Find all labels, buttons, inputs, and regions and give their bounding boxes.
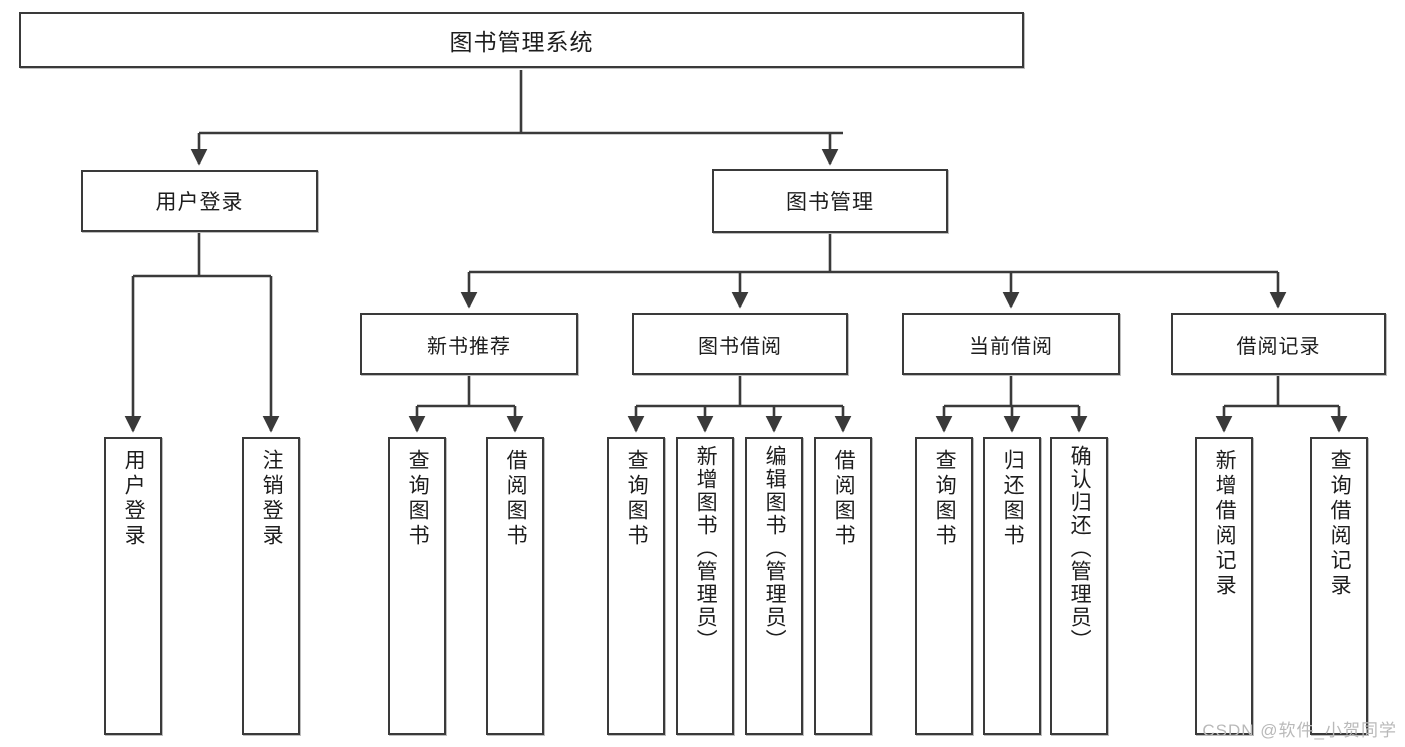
leaf-borrow-add-book-admin[interactable]: 新增图书（管理员）: [676, 437, 734, 735]
leaf-record-search-borrow-record[interactable]: 查询借阅记录: [1310, 437, 1368, 735]
node-label: 图书管理系统: [449, 29, 594, 55]
leaf-user-login-login[interactable]: 用户登录: [104, 437, 162, 735]
node-user-login[interactable]: 用户登录: [81, 170, 318, 232]
node-root-book-management-system[interactable]: 图书管理系统: [19, 12, 1024, 68]
node-label: 借阅图书: [504, 449, 528, 549]
leaf-borrow-search-books[interactable]: 查询图书: [607, 437, 665, 735]
node-label: 查询图书: [406, 449, 430, 549]
node-borrowing-records[interactable]: 借阅记录: [1171, 313, 1386, 375]
node-label: 用户登录: [155, 191, 244, 214]
node-label: 当前借阅: [969, 335, 1053, 358]
leaf-record-add-borrow-record[interactable]: 新增借阅记录: [1195, 437, 1253, 735]
watermark: CSDN @软件_小贺同学: [1202, 721, 1397, 740]
node-label: 图书借阅: [698, 335, 782, 358]
node-label: 查询图书: [625, 449, 649, 549]
node-current-borrowing[interactable]: 当前借阅: [902, 313, 1120, 375]
leaf-new-book-search-books[interactable]: 查询图书: [388, 437, 446, 735]
leaf-current-search-books[interactable]: 查询图书: [915, 437, 973, 735]
node-label: 新增图书（管理员）: [694, 445, 718, 652]
node-label: 编辑图书（管理员）: [763, 445, 787, 652]
node-new-book-recommendation[interactable]: 新书推荐: [360, 313, 578, 375]
leaf-new-book-borrow-books[interactable]: 借阅图书: [486, 437, 544, 735]
node-label: 确认归还（管理员）: [1068, 445, 1092, 652]
node-book-borrowing[interactable]: 图书借阅: [632, 313, 848, 375]
node-label: 注销登录: [260, 449, 284, 549]
node-label: 借阅图书: [832, 449, 856, 549]
leaf-borrow-edit-book-admin[interactable]: 编辑图书（管理员）: [745, 437, 803, 735]
node-label: 借阅记录: [1236, 335, 1321, 358]
node-label: 新书推荐: [427, 335, 511, 358]
node-book-management[interactable]: 图书管理: [712, 169, 948, 233]
node-label: 图书管理: [786, 191, 874, 214]
leaf-current-return-books[interactable]: 归还图书: [983, 437, 1041, 735]
node-label: 新增借阅记录: [1213, 449, 1237, 599]
node-label: 归还图书: [1001, 449, 1025, 549]
node-label: 查询图书: [933, 449, 957, 549]
leaf-current-confirm-return-admin[interactable]: 确认归还（管理员）: [1050, 437, 1108, 735]
leaf-borrow-borrow-books[interactable]: 借阅图书: [814, 437, 872, 735]
node-label: 用户登录: [122, 449, 146, 549]
node-label: 查询借阅记录: [1328, 449, 1352, 599]
leaf-user-login-logout[interactable]: 注销登录: [242, 437, 300, 735]
